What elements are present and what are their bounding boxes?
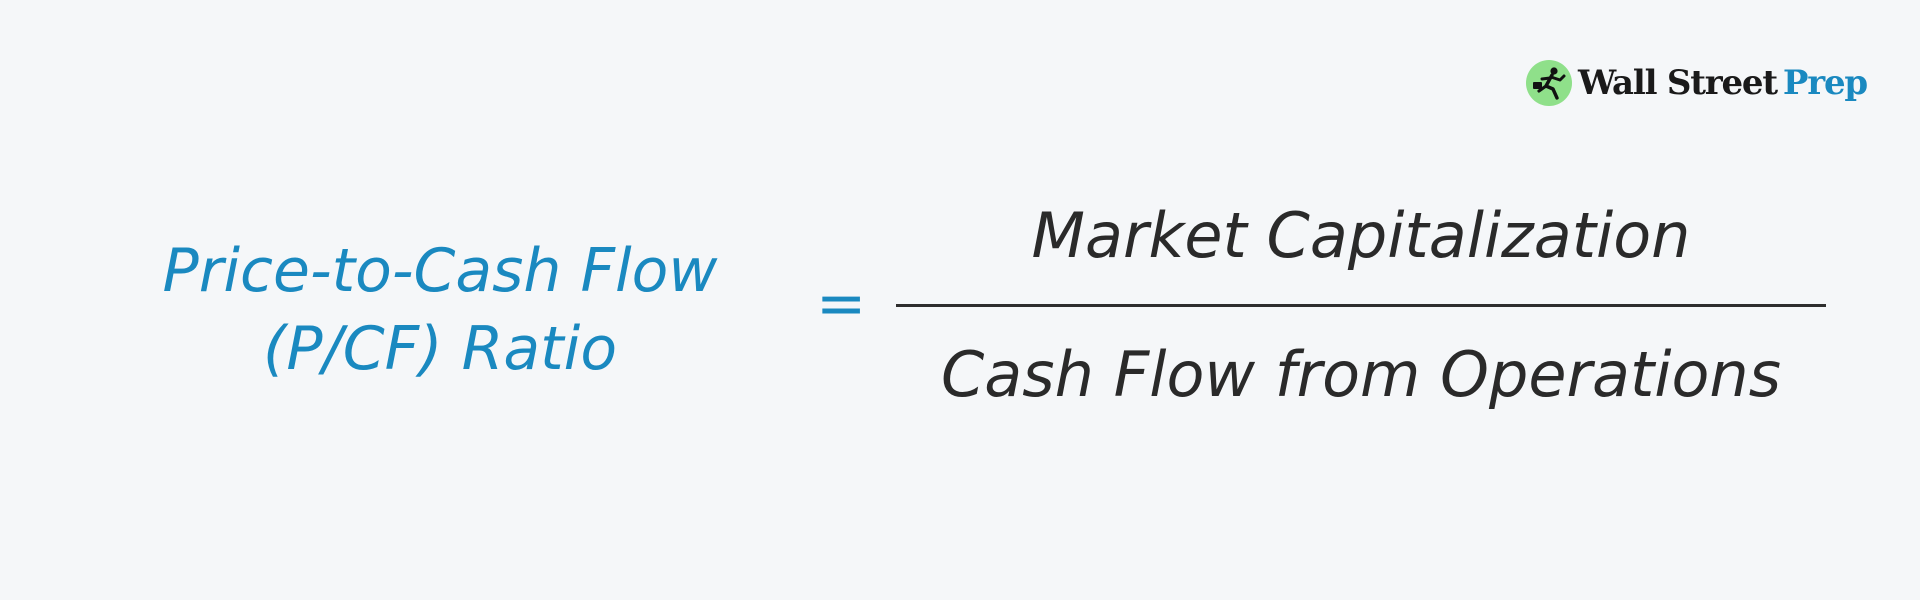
ratio-name-line-2: (P/CF) Ratio: [262, 314, 618, 384]
brand-name-primary: Wall Street: [1578, 63, 1778, 103]
formula-fraction: Market Capitalization Cash Flow from Ope…: [896, 196, 1826, 415]
brand-name-secondary: Prep: [1782, 63, 1868, 103]
denominator: Cash Flow from Operations: [940, 338, 1782, 411]
numerator: Market Capitalization: [1031, 199, 1691, 272]
ratio-name-line-1: Price-to-Cash Flow: [162, 236, 718, 306]
fraction-bar: [896, 304, 1826, 307]
equals-sign: =: [816, 269, 867, 339]
running-figure-icon: [1526, 60, 1572, 106]
ratio-name: Price-to-Cash Flow (P/CF) Ratio: [110, 232, 770, 388]
